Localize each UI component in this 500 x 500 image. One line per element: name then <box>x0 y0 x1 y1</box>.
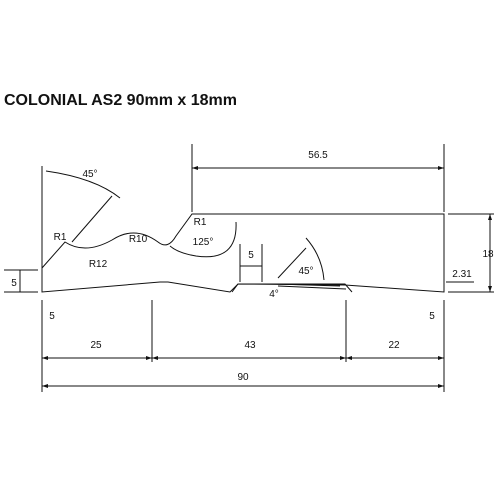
label-step-depth: 2.31 <box>452 269 472 280</box>
arrow-seg-mid2-r <box>346 356 352 360</box>
label-seg-left: 25 <box>90 340 102 351</box>
arrow-seg-mid1-r <box>152 356 158 360</box>
arrow-seg-mid2-l <box>340 356 346 360</box>
angle-leader-top-left <box>71 195 113 243</box>
drawing-title: COLONIAL AS2 90mm x 18mm <box>4 92 237 109</box>
groove-inner-line-2 <box>275 283 341 287</box>
label-seg-mid: 43 <box>244 340 256 351</box>
groove-inner-line <box>277 285 347 290</box>
angle-arc-top-left <box>45 170 121 199</box>
arrow-seg-mid1-l <box>146 356 152 360</box>
profile-outline <box>41 213 445 293</box>
arrow-top-left <box>192 166 198 170</box>
angle-arc-125 <box>169 221 237 258</box>
arrow-total-right <box>438 384 444 388</box>
arrow-height-top <box>488 214 492 220</box>
arrow-seg-left <box>42 356 48 360</box>
arrow-seg-right <box>438 356 444 360</box>
angle-leader-45-right <box>277 247 307 279</box>
label-seg-right: 22 <box>388 340 400 351</box>
label-top-width: 56.5 <box>308 150 328 161</box>
label-radius-r10: R10 <box>129 234 148 245</box>
label-right-edge-lower: 5 <box>429 311 435 322</box>
label-groove-depth: 5 <box>248 250 254 261</box>
label-total-width: 90 <box>237 372 249 383</box>
arrow-height-bottom <box>488 286 492 292</box>
label-left-edge: 5 <box>11 278 17 289</box>
label-height: 18 <box>482 249 494 260</box>
label-angle-125: 125° <box>193 237 214 248</box>
label-radius-right: R1 <box>194 217 207 228</box>
label-angle-4: 4° <box>269 289 279 300</box>
label-radius-left: R1 <box>54 232 67 243</box>
label-radius-r12: R12 <box>89 259 108 270</box>
label-angle-45-right: 45° <box>298 266 313 277</box>
arrow-total-left <box>42 384 48 388</box>
label-angle-top-left: 45° <box>82 169 97 180</box>
arrow-top-right <box>438 166 444 170</box>
angle-arc-45-right <box>305 237 325 281</box>
label-left-edge-lower: 5 <box>49 311 55 322</box>
